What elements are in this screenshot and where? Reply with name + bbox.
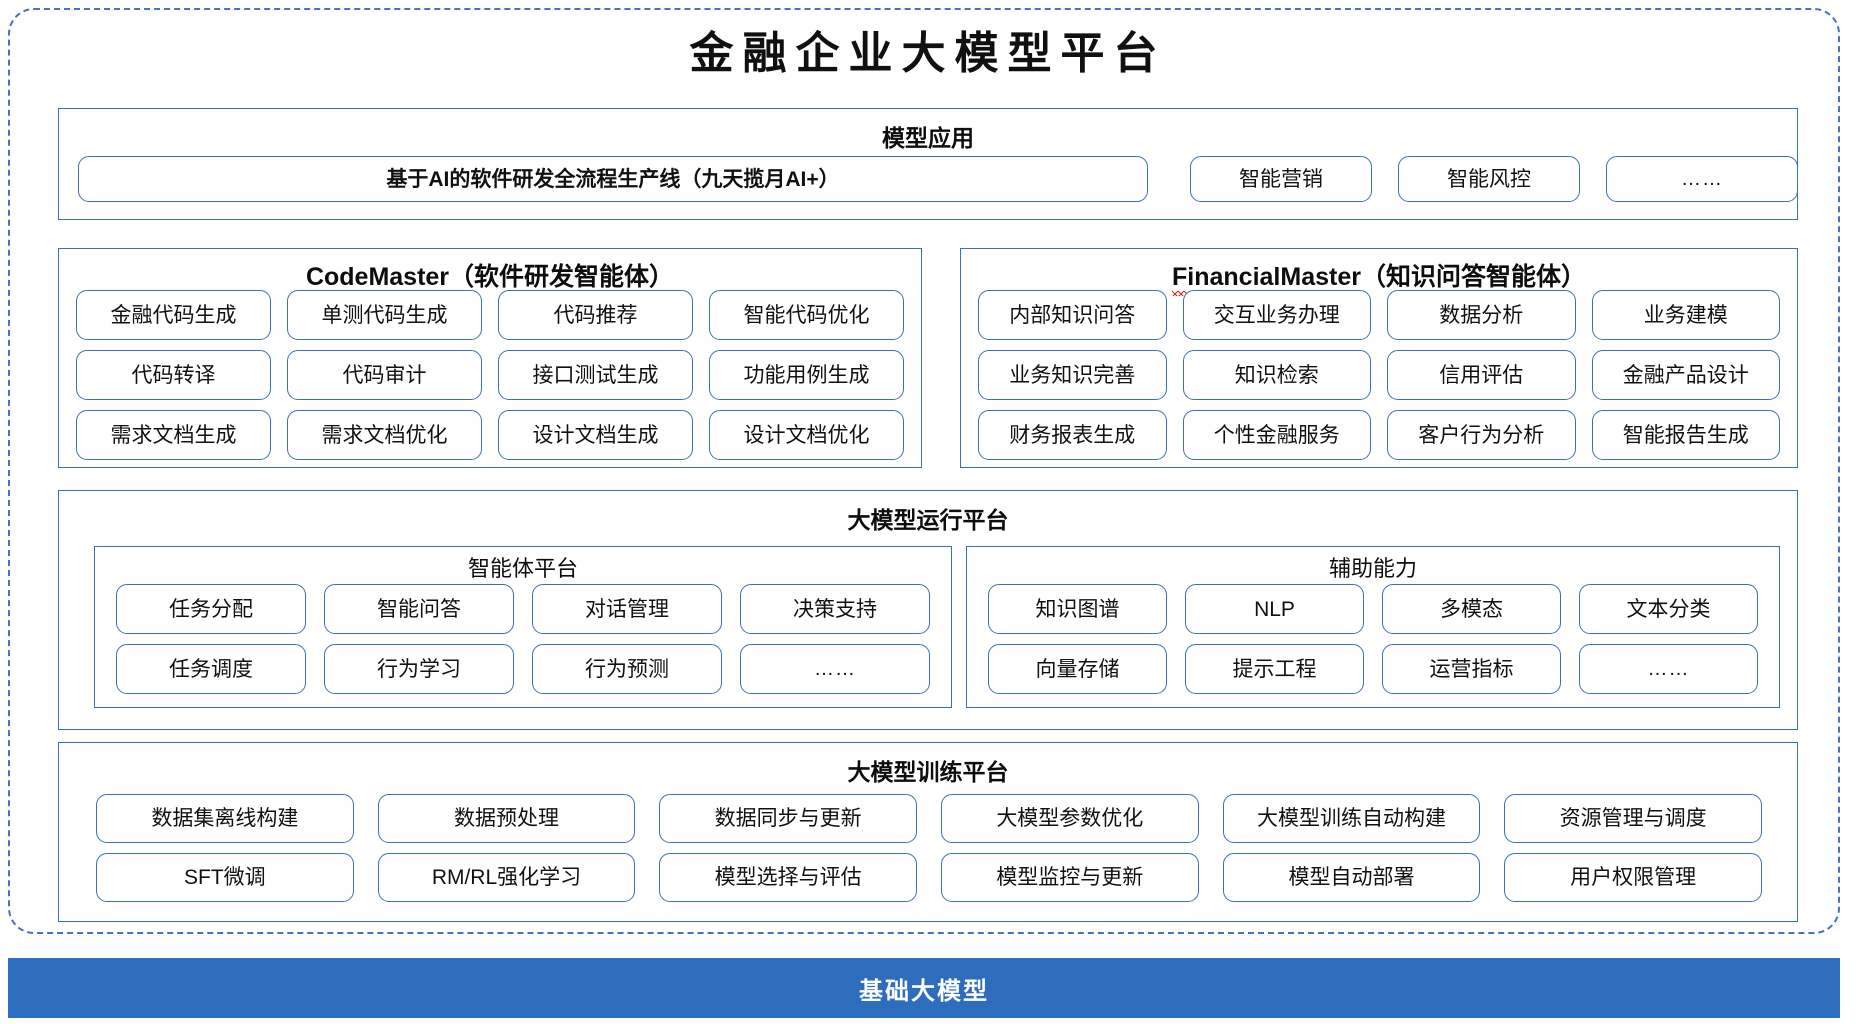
- financial-master-name: FinancialMaster: [1172, 263, 1361, 291]
- code-master-name: CodeMaster: [305, 263, 450, 291]
- chip-code-master-item[interactable]: 代码转译: [76, 350, 271, 400]
- chip-code-master-item[interactable]: 代码推荐: [498, 290, 693, 340]
- financial-master-heading: FinancialMaster（知识问答智能体）: [961, 257, 1797, 296]
- agent-platform-chip-grid: 任务分配 智能问答 对话管理 决策支持 任务调度 行为学习 行为预测 ……: [116, 584, 930, 694]
- chip-training-platform-item[interactable]: 数据同步与更新: [659, 794, 917, 843]
- chip-support-capability-item[interactable]: 知识图谱: [988, 584, 1167, 634]
- chip-financial-master-item[interactable]: 客户行为分析: [1387, 410, 1576, 460]
- financial-master-name-wrap: FinancialMaster: [1172, 263, 1361, 296]
- base-model-label: 基础大模型: [859, 977, 989, 1005]
- chip-training-platform-item[interactable]: 模型选择与评估: [659, 853, 917, 902]
- chip-training-platform-item[interactable]: 资源管理与调度: [1504, 794, 1762, 843]
- chip-support-capability-item[interactable]: NLP: [1185, 584, 1364, 634]
- chip-financial-master-item[interactable]: 信用评估: [1387, 350, 1576, 400]
- chip-financial-master-item[interactable]: 财务报表生成: [978, 410, 1167, 460]
- model-application-heading: 模型应用: [882, 125, 974, 151]
- chip-smart-risk-control[interactable]: 智能风控: [1398, 156, 1580, 202]
- chip-financial-master-item[interactable]: 金融产品设计: [1591, 350, 1780, 400]
- training-platform-heading: 大模型训练平台: [847, 759, 1009, 785]
- chip-training-platform-item[interactable]: SFT微调: [96, 853, 354, 902]
- chip-agent-platform-item[interactable]: 决策支持: [740, 584, 930, 634]
- chip-training-platform-item[interactable]: 模型监控与更新: [940, 853, 1199, 902]
- chip-agent-platform-item[interactable]: 对话管理: [532, 584, 722, 634]
- chip-financial-master-item[interactable]: 智能报告生成: [1591, 410, 1780, 460]
- chip-code-master-item[interactable]: 金融代码生成: [76, 290, 271, 340]
- agent-platform-heading: 智能体平台: [467, 556, 578, 581]
- chip-code-master-item[interactable]: 设计文档优化: [709, 410, 904, 460]
- chip-training-platform-item[interactable]: 大模型参数优化: [940, 794, 1199, 843]
- code-master-subtitle: （软件研发智能体）: [449, 263, 675, 291]
- chip-support-capability-more[interactable]: ……: [1579, 644, 1758, 694]
- support-capability-heading: 辅助能力: [1328, 556, 1417, 581]
- chip-code-master-item[interactable]: 设计文档生成: [498, 410, 693, 460]
- chip-financial-master-item[interactable]: 业务知识完善: [978, 350, 1167, 400]
- chip-agent-platform-item[interactable]: 任务调度: [116, 644, 306, 694]
- chip-more-applications[interactable]: ……: [1606, 156, 1798, 202]
- chip-support-capability-item[interactable]: 文本分类: [1579, 584, 1758, 634]
- support-capability-chip-grid: 知识图谱 NLP 多模态 文本分类 向量存储 提示工程 运营指标 ……: [988, 584, 1758, 694]
- chip-training-platform-item[interactable]: 大模型训练自动构建: [1222, 794, 1481, 843]
- chip-code-master-item[interactable]: 单测代码生成: [287, 290, 482, 340]
- outer-dashed-frame: [8, 8, 1840, 934]
- chip-agent-platform-item[interactable]: 任务分配: [116, 584, 306, 634]
- chip-code-master-item[interactable]: 智能代码优化: [709, 290, 904, 340]
- chip-agent-platform-item[interactable]: 智能问答: [324, 584, 514, 634]
- chip-support-capability-item[interactable]: 提示工程: [1185, 644, 1364, 694]
- chip-financial-master-item[interactable]: 内部知识问答: [978, 290, 1167, 340]
- chip-training-platform-item[interactable]: RM/RL强化学习: [377, 853, 636, 902]
- chip-training-platform-item[interactable]: 数据预处理: [377, 794, 636, 843]
- chip-code-master-item[interactable]: 功能用例生成: [709, 350, 904, 400]
- chip-smart-marketing[interactable]: 智能营销: [1190, 156, 1372, 202]
- chip-agent-platform-more[interactable]: ……: [740, 644, 930, 694]
- chip-support-capability-item[interactable]: 多模态: [1382, 584, 1561, 634]
- chip-code-master-item[interactable]: 接口测试生成: [498, 350, 693, 400]
- chip-support-capability-item[interactable]: 向量存储: [988, 644, 1167, 694]
- financial-master-chip-grid: 内部知识问答 交互业务办理 数据分析 业务建模 业务知识完善 知识检索 信用评估…: [978, 290, 1780, 460]
- code-master-name-wrap: CodeMaster: [305, 263, 450, 296]
- chip-support-capability-item[interactable]: 运营指标: [1382, 644, 1561, 694]
- chip-training-platform-item[interactable]: 用户权限管理: [1504, 853, 1762, 902]
- chip-financial-master-item[interactable]: 交互业务办理: [1182, 290, 1371, 340]
- chip-financial-master-item[interactable]: 业务建模: [1591, 290, 1780, 340]
- chip-ai-production-line[interactable]: 基于AI的软件研发全流程生产线（九天揽月AI+）: [78, 156, 1148, 202]
- base-model-bar: 基础大模型: [8, 958, 1840, 1018]
- chip-code-master-item[interactable]: 代码审计: [287, 350, 482, 400]
- runtime-platform-heading: 大模型运行平台: [847, 507, 1009, 533]
- chip-code-master-item[interactable]: 需求文档优化: [287, 410, 482, 460]
- financial-master-subtitle: （知识问答智能体）: [1360, 263, 1586, 291]
- chip-training-platform-item[interactable]: 数据集离线构建: [96, 794, 354, 843]
- chip-code-master-item[interactable]: 需求文档生成: [76, 410, 271, 460]
- chip-agent-platform-item[interactable]: 行为预测: [532, 644, 722, 694]
- chip-training-platform-item[interactable]: 模型自动部署: [1222, 853, 1481, 902]
- chip-financial-master-item[interactable]: 数据分析: [1387, 290, 1576, 340]
- chip-agent-platform-item[interactable]: 行为学习: [324, 644, 514, 694]
- code-master-heading: CodeMaster（软件研发智能体）: [59, 257, 921, 296]
- page-title: 金融企业大模型平台: [689, 28, 1167, 79]
- chip-financial-master-item[interactable]: 知识检索: [1182, 350, 1371, 400]
- code-master-chip-grid: 金融代码生成 单测代码生成 代码推荐 智能代码优化 代码转译 代码审计 接口测试…: [76, 290, 904, 460]
- training-platform-chip-grid: 数据集离线构建 数据预处理 数据同步与更新 大模型参数优化 大模型训练自动构建 …: [96, 794, 1762, 902]
- chip-financial-master-item[interactable]: 个性金融服务: [1182, 410, 1371, 460]
